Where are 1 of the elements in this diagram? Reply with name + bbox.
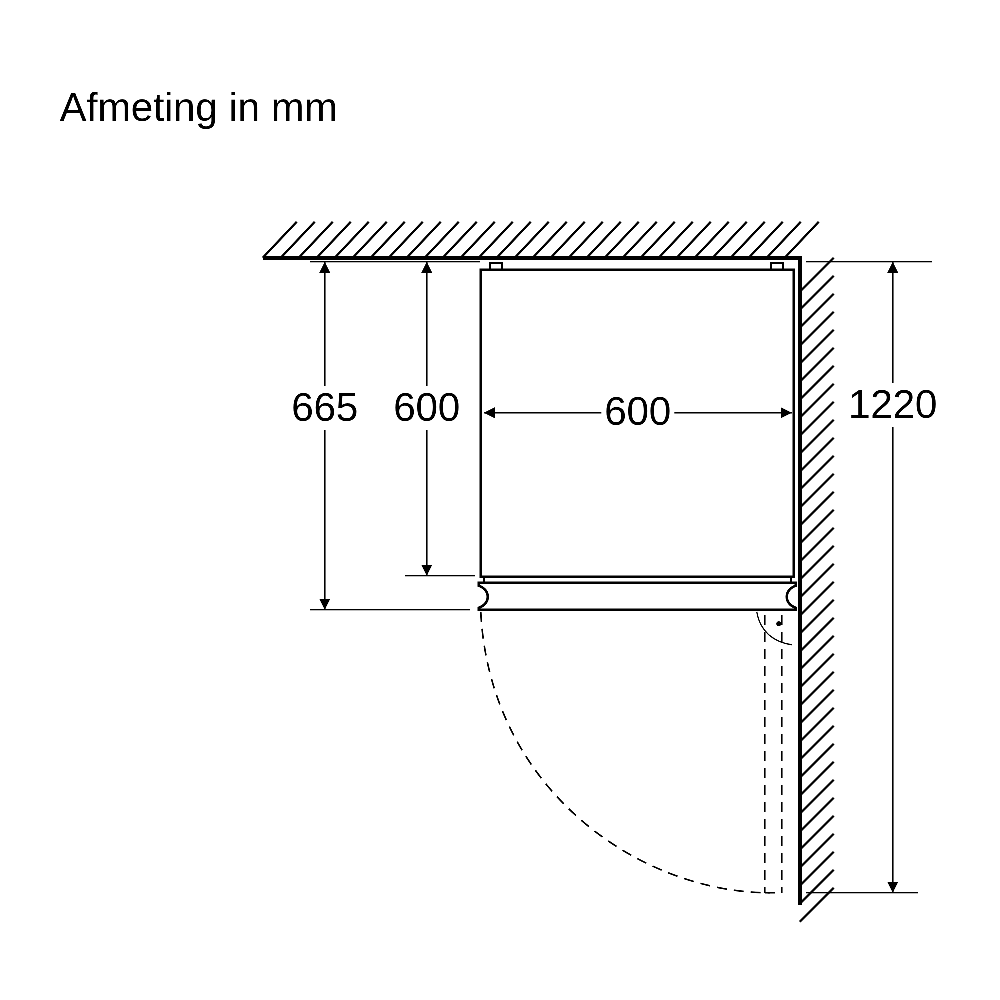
title: Afmeting in mm [60,86,338,130]
